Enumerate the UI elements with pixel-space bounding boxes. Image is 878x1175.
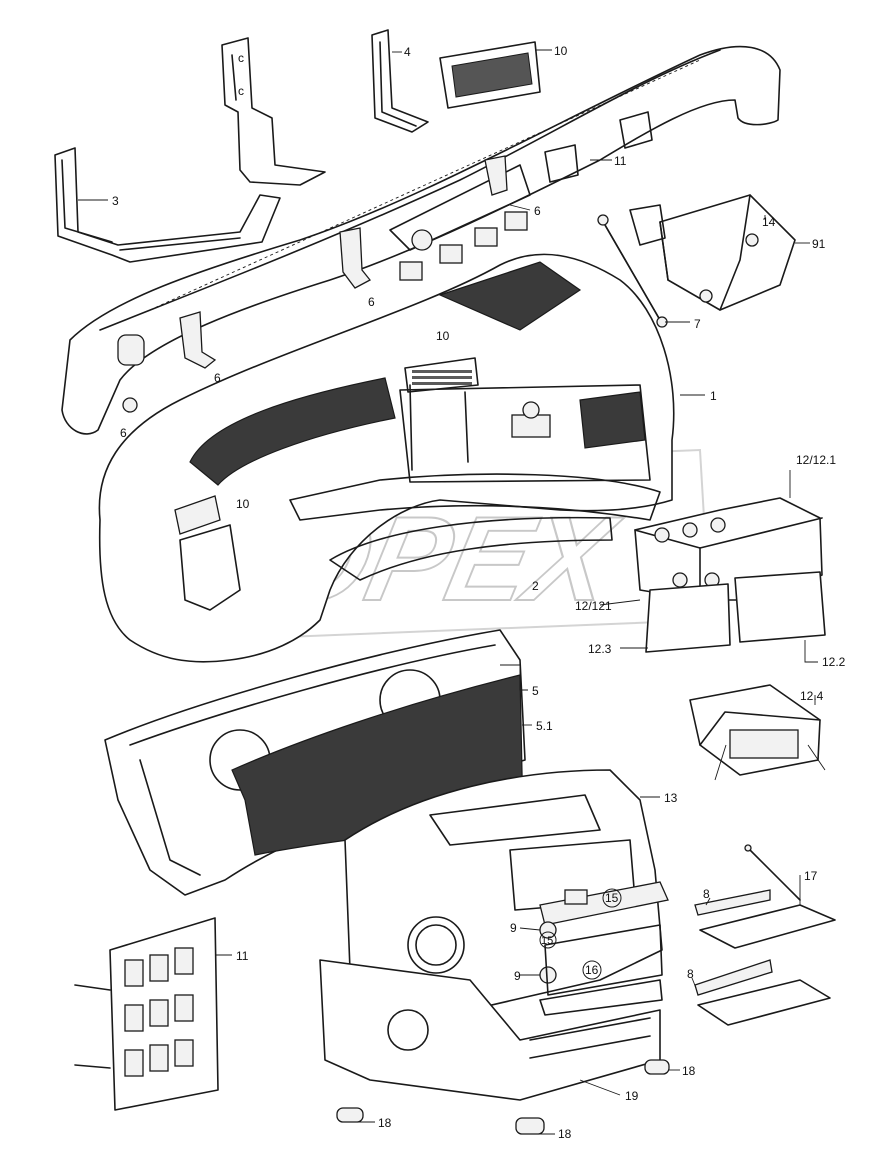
callout-12-3: 12.3 xyxy=(588,642,612,656)
callout-10-mid: 10 xyxy=(436,329,450,343)
callout-11-top: 11 xyxy=(614,154,627,168)
callout-17: 17 xyxy=(804,869,818,883)
part-6-brackets xyxy=(122,155,508,413)
part-14-box xyxy=(629,194,796,311)
callout-6-d: 6 xyxy=(120,426,127,440)
callout-12-121: 12/121 xyxy=(575,599,612,613)
callout-18-a: 18 xyxy=(682,1064,696,1078)
leader-lines xyxy=(78,49,818,1135)
callout-10-top: 10 xyxy=(554,44,568,58)
callout-12-4: 12.4 xyxy=(800,689,824,703)
part-13-lower-console xyxy=(344,769,669,1016)
callout-91: 91 xyxy=(812,237,826,251)
part-10-vent-grille xyxy=(439,41,541,109)
part-12-3-panel xyxy=(645,583,731,653)
part-8-covers xyxy=(694,889,836,1026)
part-11-vent-panel xyxy=(74,917,219,1111)
callout-15-b: 15 xyxy=(541,935,553,947)
part-4-angle-bracket xyxy=(371,29,429,133)
callout-6-c: 6 xyxy=(214,371,221,385)
callout-12-12-1: 12/12.1 xyxy=(796,453,836,467)
callout-13: 13 xyxy=(664,791,678,805)
callout-18-c: 18 xyxy=(558,1127,572,1141)
callout-6-b: 6 xyxy=(368,295,375,309)
callout-11-bottom: 11 xyxy=(236,949,249,963)
callout-6-a: 6 xyxy=(534,204,541,218)
callout-5-1: 5.1 xyxy=(536,719,553,733)
callout-9-a: 9 xyxy=(510,921,517,935)
callout-15-a: 15 xyxy=(605,891,619,905)
part-12-2-panel xyxy=(734,571,826,643)
part-17-rod xyxy=(744,844,801,901)
callout-8-a: 8 xyxy=(703,887,710,901)
part-3-bracket xyxy=(54,147,281,263)
callout-8-b: 8 xyxy=(687,967,694,981)
callout-15-b-badge: 15 xyxy=(539,931,557,949)
part-12-4-radio xyxy=(689,684,826,781)
dashboard-top-beam xyxy=(61,45,781,435)
callout-2: 2 xyxy=(532,579,539,593)
callout-15-a-badge: 15 xyxy=(602,888,622,908)
callout-7: 7 xyxy=(694,317,701,331)
callout-labels: 3 4 10 11 6 6 6 6 14 91 7 10 1 10 2 12/1… xyxy=(112,44,846,1141)
svg-text:c: c xyxy=(238,84,244,98)
part-1-dashboard-shell xyxy=(98,253,675,663)
callout-9-b: 9 xyxy=(514,969,521,983)
callout-5: 5 xyxy=(532,684,539,698)
callout-12-2: 12.2 xyxy=(822,655,846,669)
callout-10-left: 10 xyxy=(236,497,250,511)
callout-4: 4 xyxy=(404,45,411,59)
svg-text:c: c xyxy=(238,51,244,65)
part-7-gas-strut xyxy=(597,214,713,328)
callout-19: 19 xyxy=(625,1089,639,1103)
callout-3: 3 xyxy=(112,194,119,208)
callout-14: 14 xyxy=(762,215,776,229)
callout-18-b: 18 xyxy=(378,1116,392,1130)
callout-16-badge: 16 xyxy=(582,960,602,980)
callout-16: 16 xyxy=(585,963,599,977)
callout-1: 1 xyxy=(710,389,717,403)
upper-bracket-left: c c xyxy=(221,37,326,186)
